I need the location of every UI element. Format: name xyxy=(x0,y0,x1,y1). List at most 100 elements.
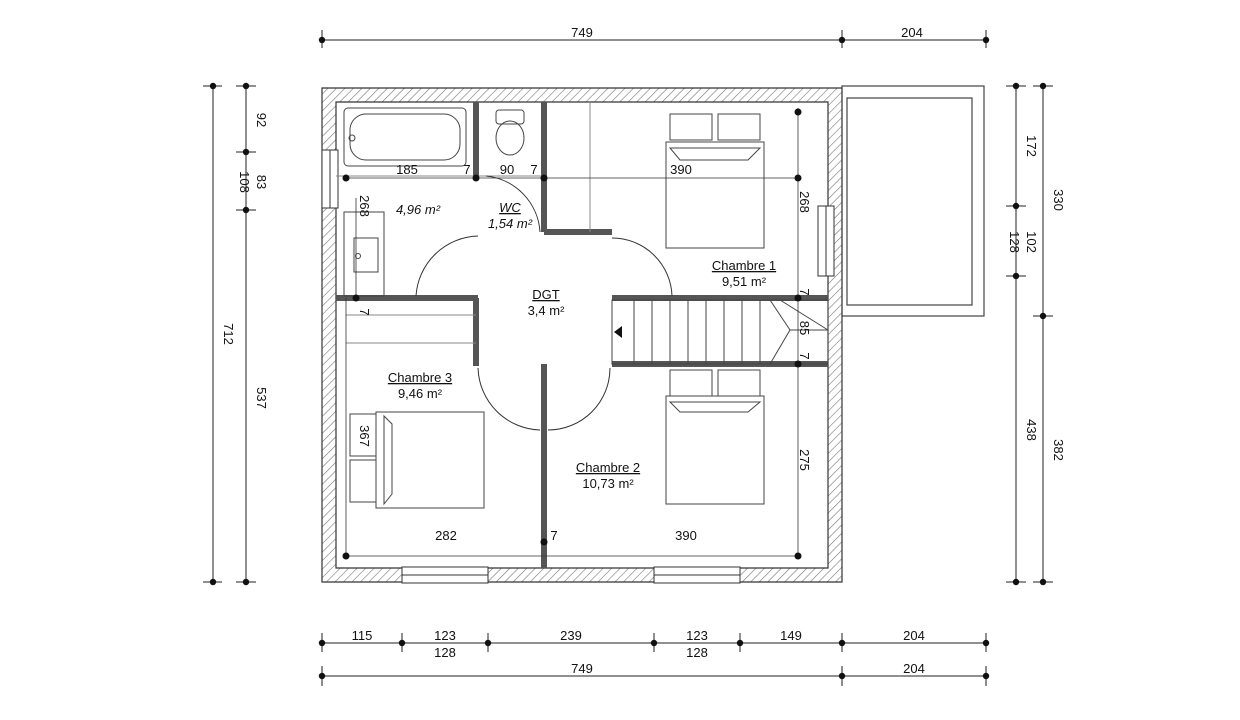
staircase xyxy=(611,299,829,365)
dim-bottom-inner-7: 7 xyxy=(550,528,557,543)
dim-dot xyxy=(342,552,350,560)
door-arc-chambre-2 xyxy=(547,367,611,431)
dim-ch1-7: 7 xyxy=(797,288,812,295)
right-dimension-lines xyxy=(1006,85,1053,583)
dim-dot xyxy=(794,294,802,302)
dim-dot xyxy=(209,82,217,90)
dim-right-382: 382 xyxy=(1051,439,1066,461)
dim-dot xyxy=(838,36,846,44)
chambre-2-name: Chambre 2 xyxy=(576,460,640,475)
door-arc-chambre-1 xyxy=(611,237,673,297)
dim-bottom-204-total: 204 xyxy=(903,661,925,676)
windows xyxy=(321,149,835,584)
dim-wc-90: 90 xyxy=(500,162,514,177)
chambre-1-area: 9,51 m² xyxy=(722,274,767,289)
dim-dot xyxy=(352,294,360,302)
dim-right-330: 330 xyxy=(1051,189,1066,211)
dim-dot xyxy=(982,672,990,680)
dim-stair-7: 7 xyxy=(797,352,812,359)
dim-bottom-123a: 123 xyxy=(434,628,456,643)
dim-stair-85: 85 xyxy=(797,321,812,335)
dim-bath-7: 7 xyxy=(463,162,470,177)
vanity xyxy=(343,211,385,297)
bathroom-area: 4,96 m² xyxy=(396,202,441,217)
dim-bottom-149: 149 xyxy=(780,628,802,643)
dim-dot xyxy=(540,538,548,546)
terrace xyxy=(841,85,985,317)
dim-dot xyxy=(342,174,350,182)
dim-bottom-123b: 123 xyxy=(686,628,708,643)
dim-dot xyxy=(1039,312,1047,320)
dim-top-204: 204 xyxy=(901,25,923,40)
dim-dot xyxy=(794,174,802,182)
dim-dot xyxy=(242,82,250,90)
dim-dot xyxy=(1012,578,1020,586)
dim-left-92: 92 xyxy=(254,113,269,127)
dim-dot xyxy=(209,578,217,586)
dim-bath-185: 185 xyxy=(396,162,418,177)
door-arc-bath xyxy=(415,235,479,297)
toilet xyxy=(495,109,525,156)
dim-dot xyxy=(318,639,326,647)
dim-ch2-275: 275 xyxy=(797,449,812,471)
dim-dot xyxy=(1039,82,1047,90)
dim-dot xyxy=(472,174,480,182)
dim-dot xyxy=(794,360,802,368)
dim-ch1-268: 268 xyxy=(797,191,812,213)
dim-dot xyxy=(318,672,326,680)
dim-dot xyxy=(1012,202,1020,210)
dim-bottom-239: 239 xyxy=(560,628,582,643)
dim-wc-7: 7 xyxy=(530,162,537,177)
dim-left-108: 108 xyxy=(237,171,252,193)
dim-dot xyxy=(242,148,250,156)
door-swings xyxy=(415,175,673,431)
dim-dot xyxy=(398,639,406,647)
dim-left-537: 537 xyxy=(254,387,269,409)
bed-chambre-3 xyxy=(349,411,485,509)
dim-dot xyxy=(982,36,990,44)
wc-area: 1,54 m² xyxy=(488,216,533,231)
bed-chambre-2 xyxy=(665,369,765,505)
dim-right-438: 438 xyxy=(1024,419,1039,441)
dim-ch3-367: 367 xyxy=(357,425,372,447)
dim-bottom-749: 749 xyxy=(571,661,593,676)
dim-right-128: 128 xyxy=(1007,231,1022,253)
door-arc-chambre-3 xyxy=(477,367,541,431)
chambre-3-area: 9,46 m² xyxy=(398,386,443,401)
dim-right-172: 172 xyxy=(1024,135,1039,157)
interior-dimension-lines xyxy=(345,108,799,557)
exterior-walls xyxy=(321,87,843,583)
dim-dot xyxy=(650,639,658,647)
dim-bottom-128a: 128 xyxy=(434,645,456,660)
dim-dot xyxy=(1039,578,1047,586)
dim-bottom-128b: 128 xyxy=(686,645,708,660)
dgt-name: DGT xyxy=(532,287,560,302)
chambre-2-area: 10,73 m² xyxy=(582,476,634,491)
dgt-area: 3,4 m² xyxy=(528,303,566,318)
chambre-3-name: Chambre 3 xyxy=(388,370,452,385)
dim-left-712: 712 xyxy=(221,323,236,345)
dim-dot xyxy=(982,639,990,647)
left-dimension-lines xyxy=(203,85,256,583)
dim-ch3-7: 7 xyxy=(357,308,372,315)
wc-name: WC xyxy=(499,200,521,215)
dim-left-83: 83 xyxy=(254,175,269,189)
dim-top-749: 749 xyxy=(571,25,593,40)
dim-bottom-204: 204 xyxy=(903,628,925,643)
bed-chambre-1 xyxy=(665,113,765,249)
top-dimension-line xyxy=(321,30,987,48)
dim-dot xyxy=(484,639,492,647)
bathtub xyxy=(343,107,467,167)
dim-ch1-390: 390 xyxy=(670,162,692,177)
stair-arrow-icon xyxy=(614,326,622,338)
dim-dot xyxy=(838,672,846,680)
chambre-1-name: Chambre 1 xyxy=(712,258,776,273)
dim-right-102: 102 xyxy=(1024,231,1039,253)
dim-dot xyxy=(318,36,326,44)
dim-bottom-390: 390 xyxy=(675,528,697,543)
dim-dot xyxy=(838,639,846,647)
dim-dot xyxy=(242,578,250,586)
dim-dot xyxy=(736,639,744,647)
dim-dot xyxy=(540,174,548,182)
